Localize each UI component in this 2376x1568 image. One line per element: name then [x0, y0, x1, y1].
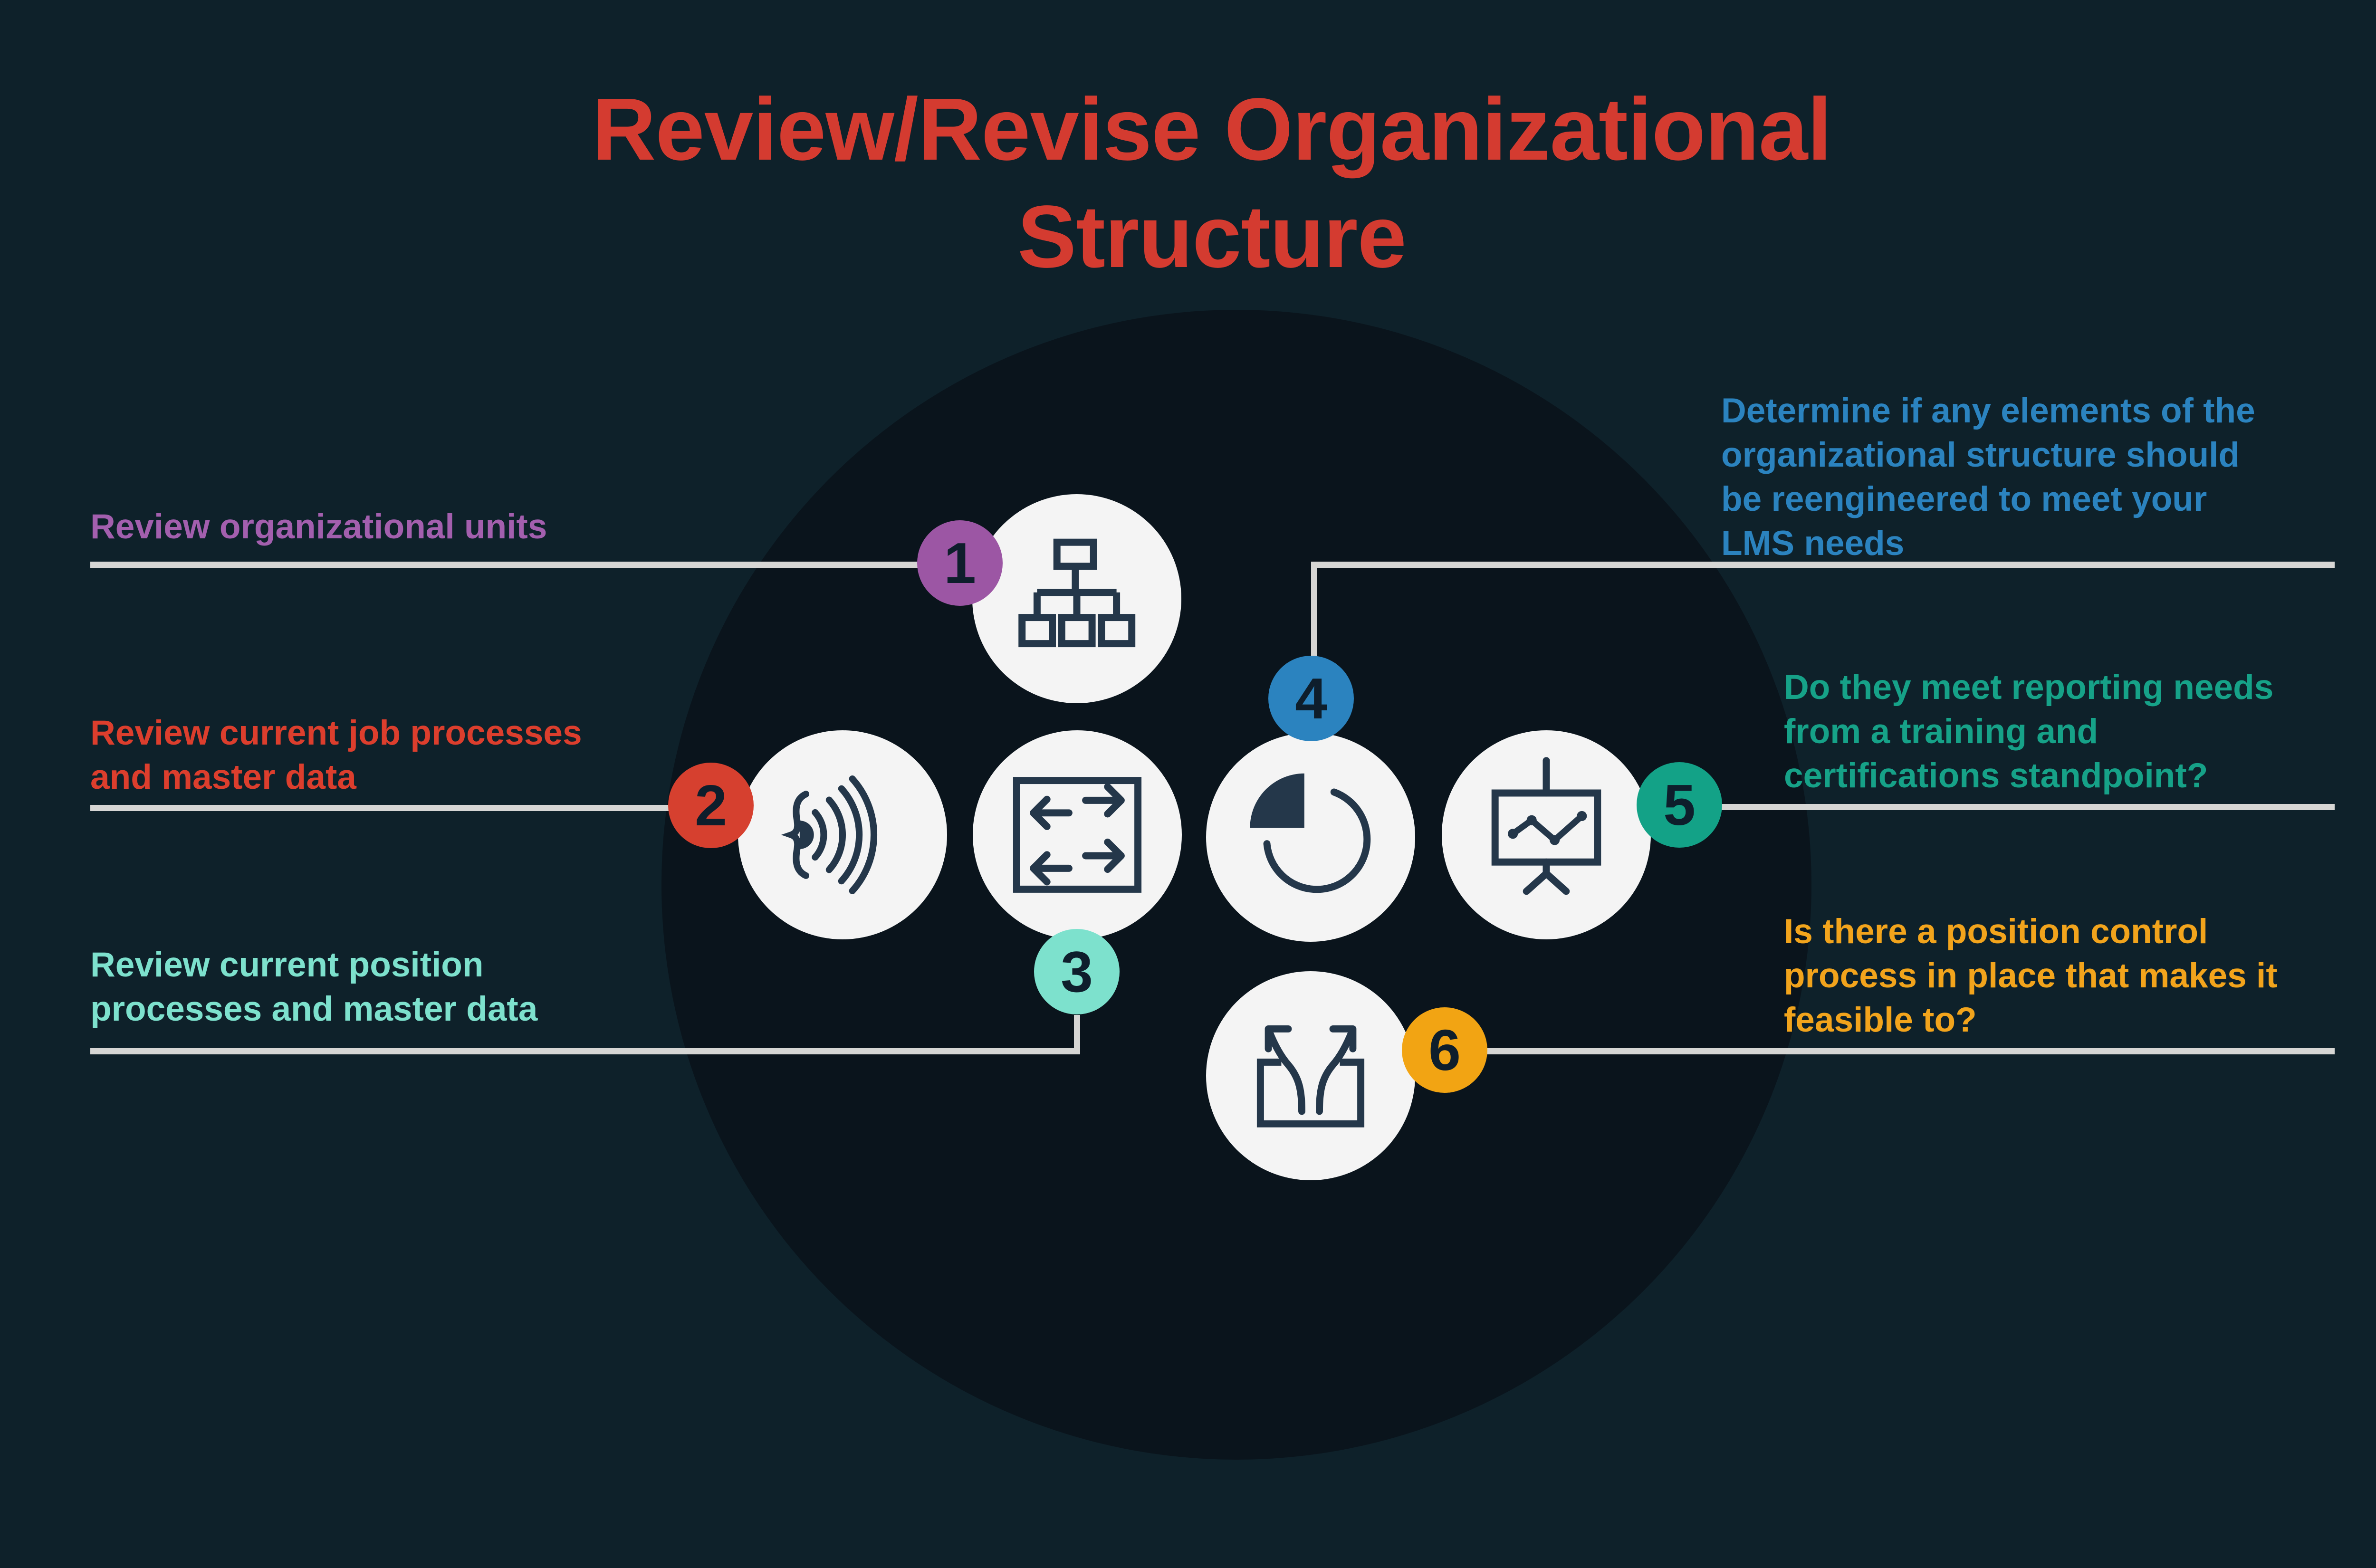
step-1-number: 1: [944, 531, 976, 595]
step-4-badge: 4: [1268, 656, 1354, 741]
pie-chart-icon: [1250, 773, 1371, 893]
step-3-badge: 3: [1034, 929, 1120, 1014]
step-5-number: 5: [1663, 773, 1696, 837]
step-6-badge: 6: [1402, 1007, 1487, 1093]
step-6-bubble: [1206, 971, 1415, 1180]
step-6-number: 6: [1428, 1018, 1461, 1082]
step-6-label: Is there a position control process in p…: [1784, 912, 2278, 1039]
step-4-number: 4: [1295, 666, 1327, 731]
step-4-bubble: [1206, 733, 1415, 942]
step-2-bubble: [738, 730, 947, 939]
step-1-label: Review organizational units: [90, 507, 547, 546]
step-1-badge: 1: [917, 520, 1003, 606]
connector-line-4-elbow: [1311, 562, 1317, 659]
transfer-arrows-icon: [1013, 777, 1142, 893]
connector-line-3-elbow: [1074, 1015, 1080, 1052]
step-3-label: Review current position processes and ma…: [90, 946, 538, 1028]
step-2-label: Review current job processes and master …: [90, 714, 582, 796]
connector-line-5: [1720, 804, 2335, 810]
split-arrows-icon: [1256, 1025, 1365, 1128]
connector-line-3: [90, 1048, 1080, 1054]
org-chart-icon: [1018, 538, 1136, 648]
page-title: Review/Revise Organizational Structure: [592, 80, 1832, 286]
step-5-badge: 5: [1637, 762, 1722, 848]
step-2-badge: 2: [668, 763, 754, 848]
step-2-number: 2: [695, 773, 727, 838]
connector-line-1: [90, 562, 920, 568]
presentation-chart-icon: [1491, 757, 1601, 895]
step-4-label: Determine if any elements of the organiz…: [1721, 392, 2255, 563]
connector-line-6: [1485, 1048, 2335, 1054]
step-3-bubble: [973, 730, 1182, 939]
sound-waves-icon: [781, 775, 878, 894]
step-1-bubble: [972, 494, 1181, 703]
connector-line-4: [1311, 562, 2335, 568]
step-3-number: 3: [1061, 939, 1093, 1004]
step-5-bubble: [1442, 730, 1651, 939]
step-5-label: Do they meet reporting needs from a trai…: [1784, 668, 2274, 795]
connector-line-2: [90, 805, 670, 811]
